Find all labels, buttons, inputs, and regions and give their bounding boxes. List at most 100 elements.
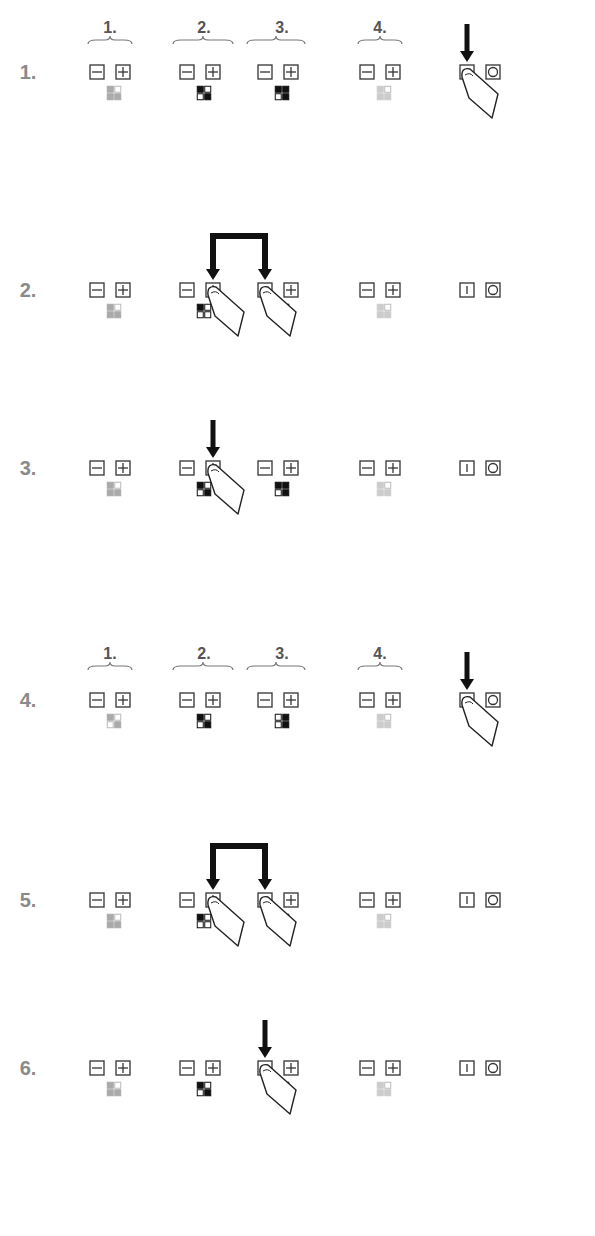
minus-mark [92,71,102,72]
plus-mark [122,285,123,295]
button-frame [90,461,104,475]
zone-indicator [205,922,211,928]
group-number: 2. [197,646,210,662]
button-frame [486,65,500,79]
button-frame [258,693,272,707]
pressing-finger [208,897,244,946]
button-frame [180,893,194,907]
step-number: 4. [20,690,37,710]
zone-indicator [107,922,113,928]
zone-indicator [107,482,113,488]
button-frame [486,461,500,475]
button-frame [284,893,298,907]
zone-indicator [197,490,203,496]
button-frame [90,1061,104,1075]
button-frame [386,283,400,297]
plus-mark [290,895,291,905]
bracket-arrow [213,846,265,881]
zone-indicator [377,1082,383,1088]
zone-indicator [377,722,383,728]
group-brace [173,662,233,670]
zone-indicator [275,94,281,100]
button-frame [360,693,374,707]
zone-indicator [197,722,203,728]
button-frame [180,65,194,79]
button-frame [486,1061,500,1075]
zone-indicator [385,722,391,728]
plus-mark [212,695,213,705]
zone-indicator [283,490,289,496]
plus-mark [290,1063,291,1073]
zone-indicator [377,86,383,92]
group-number: 3. [275,20,288,36]
group-number: 3. [275,646,288,662]
minus-mark [260,71,270,72]
button-frame [284,1061,298,1075]
zone-indicator [197,714,203,720]
zone-indicator [283,86,289,92]
zone-indicator [385,914,391,920]
group-number: 4. [373,646,386,662]
off-mark [489,696,498,705]
pressing-finger [208,465,244,514]
button-frame [360,1061,374,1075]
button-frame [360,893,374,907]
zone-indicator [115,312,121,318]
button-frame [180,693,194,707]
button-frame [90,893,104,907]
button-frame [180,461,194,475]
plus-mark [392,67,393,77]
zone-indicator [107,714,113,720]
arrow-head [206,447,220,458]
group-brace [173,36,233,44]
zone-indicator [275,490,281,496]
zone-indicator [205,312,211,318]
plus-mark [212,67,213,77]
minus-mark [260,467,270,468]
button-frame [258,65,272,79]
fingernail [263,902,271,904]
zone-indicator [205,482,211,488]
group-number: 2. [197,20,210,36]
button-frame [284,283,298,297]
arrow-head [206,879,220,890]
plus-mark [392,1063,393,1073]
zone-indicator [275,482,281,488]
plus-mark [122,895,123,905]
bracket-arrow [213,236,265,271]
zone-indicator [283,722,289,728]
plus-mark [290,463,291,473]
zone-indicator [385,922,391,928]
fingernail [211,292,219,294]
zone-indicator [377,482,383,488]
press-arrow [465,652,470,681]
on-mark [466,1064,467,1072]
minus-mark [182,899,192,900]
button-frame [360,65,374,79]
zone-indicator [275,714,281,720]
zone-indicator [377,94,383,100]
button-frame [284,461,298,475]
zone-indicator [107,86,113,92]
button-frame [486,893,500,907]
button-frame [90,283,104,297]
minus-mark [362,71,372,72]
button-frame [116,693,130,707]
group-brace [358,662,402,670]
arrow-head [258,269,272,280]
zone-indicator [385,94,391,100]
zone-indicator [205,714,211,720]
button-frame [206,65,220,79]
zone-indicator [385,1090,391,1096]
zone-indicator [107,490,113,496]
plus-mark [392,285,393,295]
zone-indicator [205,1090,211,1096]
minus-mark [362,1067,372,1068]
minus-mark [182,467,192,468]
zone-indicator [115,94,121,100]
fingernail [263,1070,271,1072]
zone-indicator [377,714,383,720]
plus-mark [122,463,123,473]
plus-mark [392,895,393,905]
button-frame [360,461,374,475]
